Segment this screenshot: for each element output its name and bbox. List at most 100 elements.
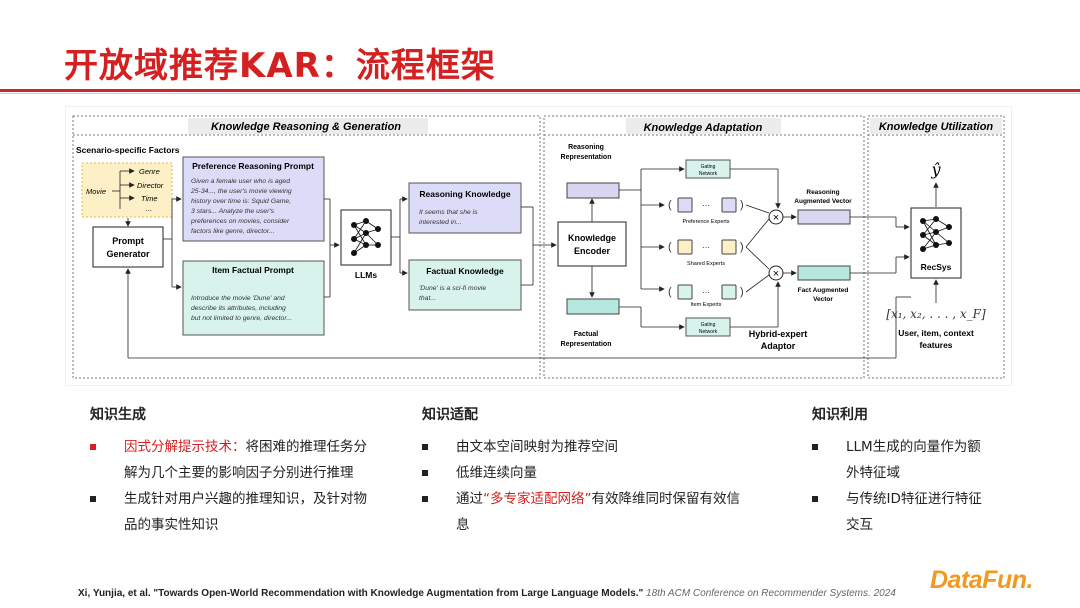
fact-text-3: but not limited to genre, director... <box>191 315 292 322</box>
pref-text-1: Given a female user who is aged <box>191 178 290 185</box>
shared-experts-label: Shared Experts <box>687 261 725 267</box>
gating-bottom-label-1: Gating <box>701 322 716 328</box>
item-text-cont: 息 <box>456 517 470 533</box>
item-text-cont: 品的事实性知识 <box>124 517 219 533</box>
list-item: 通过“多专家适配网络”有效降维同时保留有效信息 <box>422 486 802 538</box>
factor-director: Director <box>137 181 164 190</box>
reasoning-repr-label-1: Reasoning <box>568 144 604 151</box>
reference-citation: Xi, Yunjia, et al. "Towards Open-World R… <box>78 588 896 599</box>
item-text: 将困难的推理任务分 <box>245 439 368 455</box>
item-text-cont: 交互 <box>846 517 873 533</box>
pref-text-6: factors like genre, director... <box>191 228 275 235</box>
kar-pipeline-figure: Knowledge Reasoning & Generation Knowled… <box>66 107 1011 385</box>
gating-bottom-label-2: Network <box>699 329 718 335</box>
item-text: 生成针对用户兴趣的推理知识，及针对物 <box>124 491 367 507</box>
list-item: 与传统ID特征进行特征交互 <box>812 486 1032 538</box>
item-text: 与传统ID特征进行特征 <box>846 491 982 507</box>
multiply-bottom-symbol: × <box>773 268 779 280</box>
bullet-icon <box>812 444 818 450</box>
item-text: LLM生成的向量作为额 <box>846 439 981 455</box>
fact-text-2: describe its attributes, including <box>191 305 286 312</box>
hybrid-adaptor-label-1: Hybrid-expert <box>749 329 808 339</box>
list-item: 生成针对用户兴趣的推理知识，及针对物品的事实性知识 <box>90 486 410 538</box>
factual-prompt-box <box>182 260 325 336</box>
factor-time: Time <box>141 194 158 203</box>
page-title: 开放域推荐KAR：流程框架 <box>64 46 496 86</box>
shared-expert-bracket-close: ) <box>740 241 744 253</box>
shared-expert-1 <box>677 239 693 255</box>
reasoning-aug-label-2: Augmented Vector <box>794 198 852 205</box>
factual-repr-label-2: Representation <box>561 341 612 348</box>
scenario-factors-label: Scenario-specific Factors <box>76 145 180 155</box>
shared-expert-ellipsis: ··· <box>702 243 710 252</box>
gating-top-label-1: Gating <box>701 164 716 170</box>
fk-text-1: 'Dune' is a sci-fi movie <box>419 285 486 292</box>
factual-knowledge-box <box>408 259 522 311</box>
multiply-top-symbol: × <box>773 212 779 224</box>
title-divider <box>0 89 1080 92</box>
reasoning-knowledge-title: Reasoning Knowledge <box>419 189 510 199</box>
reasoning-aug-label-1: Reasoning <box>806 189 839 196</box>
ka-title: Knowledge Adaptation <box>644 122 763 134</box>
rk-text-2: interested in... <box>419 219 462 226</box>
ka-section <box>543 115 865 379</box>
recsys-label: RecSys <box>921 262 952 272</box>
item-text-pre: 通过 <box>456 491 483 507</box>
pref-text-3: history over time is: Squid Game, <box>191 198 291 205</box>
rk-text-1: It seems that she is <box>419 209 478 216</box>
bullet-icon <box>422 444 428 450</box>
bullet-icon <box>812 496 818 502</box>
preference-expert-1 <box>677 197 693 213</box>
item-expert-2 <box>721 284 737 300</box>
item-expert-ellipsis: ··· <box>702 288 710 297</box>
reasoning-representation-bar <box>566 182 620 199</box>
column-adaptation: 知识适配 由文本空间映射为推荐空间 低维连续向量 通过“多专家适配网络”有效降维… <box>422 402 802 538</box>
prompt-generator-box <box>92 226 164 268</box>
factual-representation-bar <box>566 298 620 315</box>
item-text: 由文本空间映射为推荐空间 <box>456 439 618 455</box>
bullet-icon <box>90 496 96 502</box>
list-item: LLM生成的向量作为额外特征域 <box>812 434 1032 486</box>
shared-expert-bracket-open: ( <box>668 241 672 253</box>
column-utilization: 知识利用 LLM生成的向量作为额外特征域 与传统ID特征进行特征交互 <box>812 402 1032 538</box>
item-expert-bracket-open: ( <box>668 286 672 298</box>
ku-section <box>867 115 1005 379</box>
prompt-generator-label-1: Prompt <box>112 236 144 246</box>
ku-title: Knowledge Utilization <box>879 121 994 133</box>
prediction-output: ŷ <box>930 160 941 179</box>
knowledge-encoder-box <box>557 221 627 267</box>
column-utilization-head: 知识利用 <box>812 407 868 423</box>
bullet-icon <box>422 496 428 502</box>
highlight-text: 因式分解提示技术： <box>124 439 246 455</box>
factual-prompt-title: Item Factual Prompt <box>212 265 294 275</box>
llm-label: LLMs <box>355 270 377 280</box>
pref-text-5: preferences on movies, consider <box>190 218 290 225</box>
factual-repr-label-1: Factual <box>574 331 599 338</box>
column-generation: 知识生成 因式分解提示技术：将困难的推理任务分解为几个主要的影响因子分别进行推理… <box>90 402 410 538</box>
bullet-icon <box>90 444 96 450</box>
feature-vector: [x₁, x₂, . . . , x_F] <box>886 307 986 321</box>
item-text: 低维连续向量 <box>456 465 537 481</box>
pref-expert-bracket-open: ( <box>668 199 672 211</box>
reference-venue: 18th ACM Conference on Recommender Syste… <box>643 588 896 599</box>
factual-knowledge-title: Factual Knowledge <box>426 266 504 276</box>
column-generation-head: 知识生成 <box>90 407 146 423</box>
movie-label: Movie <box>86 187 106 196</box>
pref-expert-bracket-close: ) <box>740 199 744 211</box>
reasoning-knowledge-box <box>408 182 522 234</box>
fact-augmented-vector <box>797 265 851 281</box>
item-expert-bracket-close: ) <box>740 286 744 298</box>
fk-text-2: that... <box>419 295 436 302</box>
fact-aug-label-1: Fact Augmented <box>798 287 849 294</box>
krg-section <box>72 115 541 379</box>
highlight-text: “多专家适配网络” <box>483 491 592 507</box>
knowledge-encoder-label-1: Knowledge <box>568 233 616 243</box>
title-divider-shadow <box>0 93 1080 94</box>
preference-expert-2 <box>721 197 737 213</box>
fact-text-1: Introduce the movie 'Dune' and <box>191 295 285 302</box>
prompt-generator-label-2: Generator <box>106 249 150 259</box>
preference-experts-label: Preference Experts <box>682 219 729 225</box>
reference-authors: Xi, Yunjia, et al. "Towards Open-World R… <box>78 588 644 599</box>
reasoning-repr-label-2: Representation <box>561 154 612 161</box>
preference-prompt-box <box>182 156 325 242</box>
